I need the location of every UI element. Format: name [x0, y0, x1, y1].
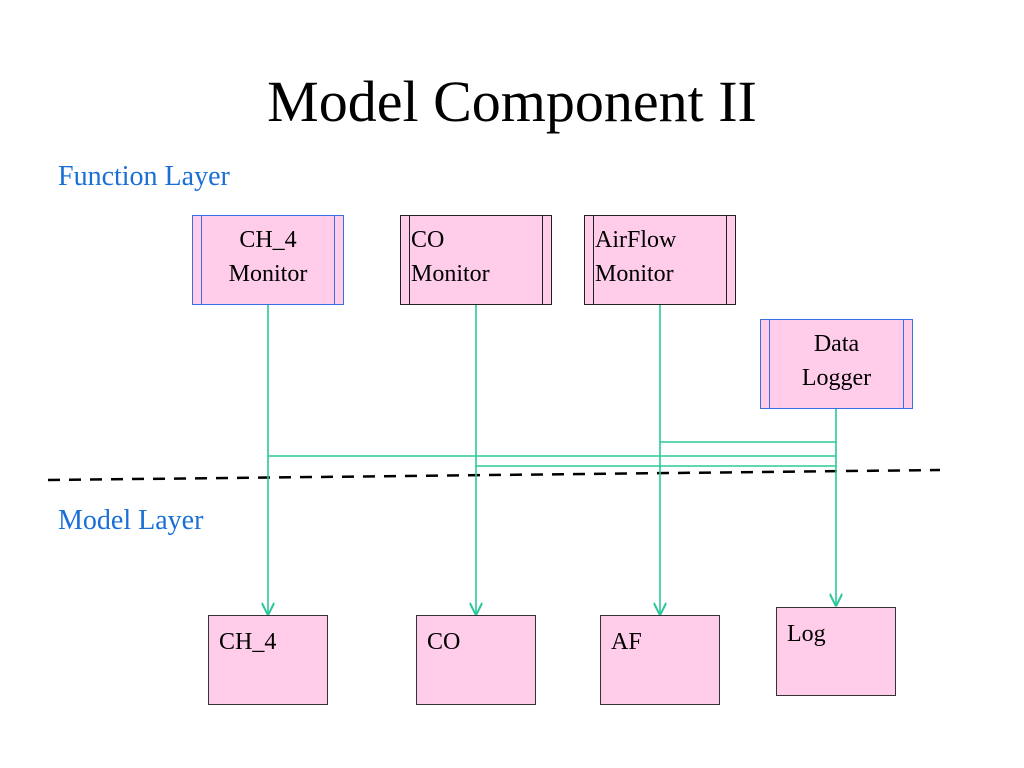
model-layer-label: Model Layer	[58, 505, 204, 536]
data-logger-label: Data Logger	[801, 331, 872, 391]
co-monitor-label: CO Monitor	[411, 227, 490, 287]
airflow-monitor-label: AirFlow Monitor	[595, 227, 677, 287]
ch4-monitor-box: CH_4 Monitor	[192, 215, 344, 305]
co-model-label: CO	[427, 629, 461, 655]
function-layer-label: Function Layer	[58, 161, 230, 192]
co-monitor-box: CO Monitor	[400, 215, 552, 305]
ch4-monitor-label: CH_4 Monitor	[228, 227, 308, 287]
co-model-box: CO	[416, 615, 536, 705]
data-logger-box: Data Logger	[760, 319, 913, 409]
layer-divider	[47, 468, 941, 482]
af-model-label: AF	[611, 629, 642, 655]
log-model-box: Log	[776, 607, 896, 696]
ch4-model-label: CH_4	[219, 629, 277, 655]
log-model-label: Log	[787, 621, 826, 647]
ch4-model-box: CH_4	[208, 615, 328, 705]
af-model-box: AF	[600, 615, 720, 705]
slide-title: Model Component II	[267, 69, 757, 134]
airflow-monitor-box: AirFlow Monitor	[584, 215, 736, 305]
